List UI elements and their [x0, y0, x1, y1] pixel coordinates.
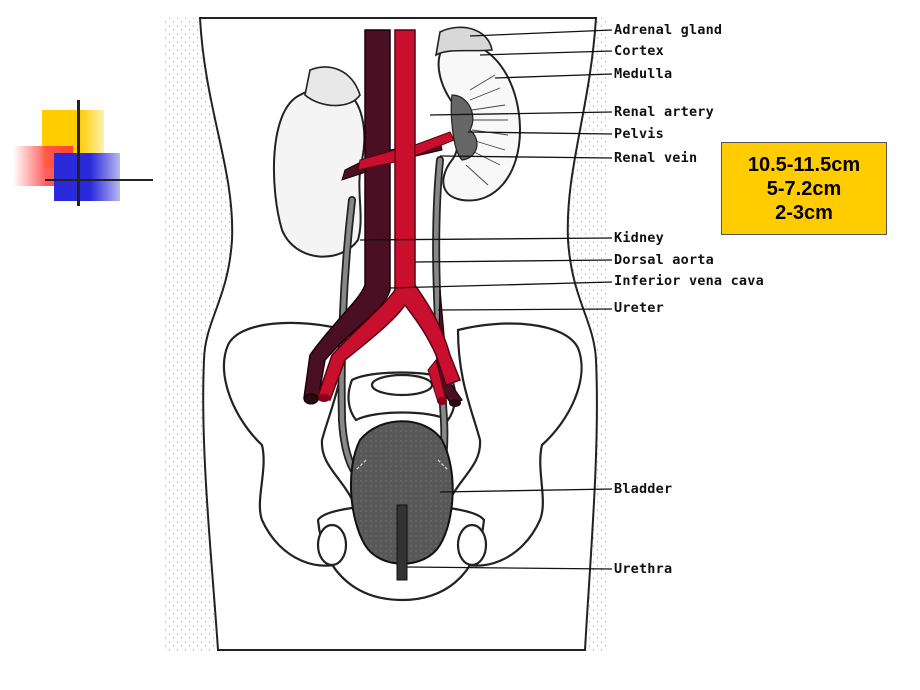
- bladder: [350, 420, 454, 565]
- dimension-thickness: 2-3cm: [775, 201, 833, 224]
- dorsal-aorta: [317, 29, 461, 405]
- deco-blue-square: [54, 153, 120, 201]
- dimension-length: 10.5-11.5cm: [747, 153, 861, 176]
- label-renal-artery: Renal artery: [614, 104, 714, 120]
- leader-lines: [359, 29, 613, 570]
- label-medulla: Medulla: [614, 66, 673, 82]
- left-kidney: [272, 66, 366, 258]
- urethra: [396, 504, 408, 581]
- label-ureter: Ureter: [614, 300, 664, 316]
- label-inferior-vena-cava: Inferior vena cava: [614, 273, 764, 289]
- label-pelvis: Pelvis: [614, 126, 664, 142]
- label-kidney: Kidney: [614, 230, 664, 246]
- right-kidney: [434, 26, 522, 202]
- label-renal-vein: Renal vein: [614, 150, 698, 166]
- kidney-dimensions-box: 10.5-11.5cm 5-7.2cm 2-3cm: [721, 142, 887, 235]
- label-urethra: Urethra: [614, 561, 673, 577]
- label-cortex: Cortex: [614, 43, 664, 59]
- label-dorsal-aorta: Dorsal aorta: [614, 252, 714, 268]
- label-bladder: Bladder: [614, 481, 673, 497]
- dimension-width: 5-7.2cm: [766, 177, 842, 200]
- label-adrenal-gland: Adrenal gland: [614, 22, 723, 38]
- deco-vertical-line: [77, 100, 80, 206]
- deco-horizontal-line: [45, 179, 153, 181]
- renal-pelvis: [450, 94, 478, 161]
